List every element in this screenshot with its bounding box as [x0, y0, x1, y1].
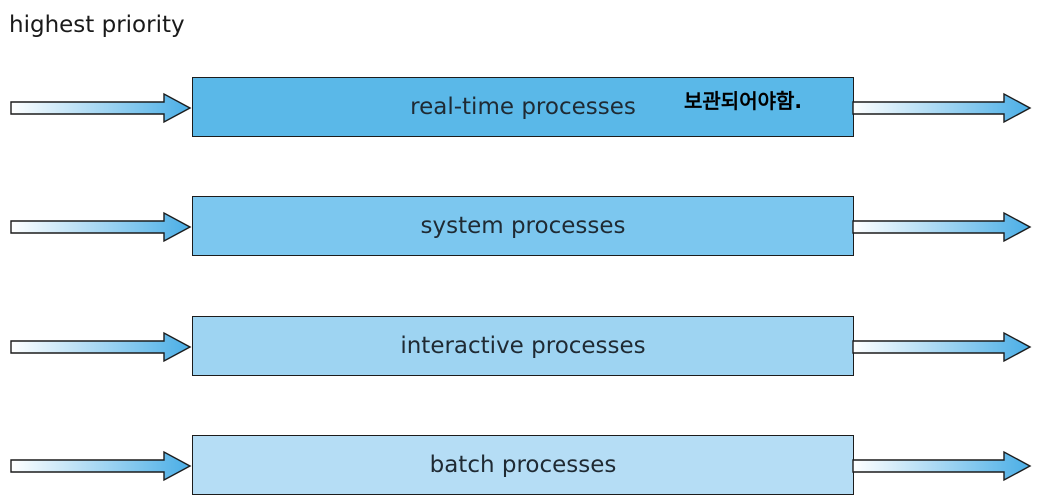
queue-box: real-time processes	[192, 77, 854, 137]
queue-row: batch processes	[0, 435, 1063, 497]
queue-box: system processes	[192, 196, 854, 256]
outgoing-arrow-icon	[852, 92, 1032, 124]
incoming-arrow-icon	[10, 92, 192, 124]
incoming-arrow-icon	[10, 211, 192, 243]
incoming-arrow-icon	[10, 450, 192, 482]
queue-box: interactive processes	[192, 316, 854, 376]
queue-label: interactive processes	[400, 333, 646, 359]
priority-heading: highest priority	[9, 12, 185, 38]
queue-label: system processes	[420, 213, 626, 239]
handwritten-note: 보관되어야함.	[684, 89, 802, 113]
queue-label: real-time processes	[410, 94, 636, 120]
outgoing-arrow-icon	[852, 450, 1032, 482]
queue-label: batch processes	[429, 452, 617, 478]
queue-row: system processes	[0, 196, 1063, 258]
queue-row: interactive processes	[0, 316, 1063, 378]
queue-box: batch processes	[192, 435, 854, 495]
outgoing-arrow-icon	[852, 211, 1032, 243]
queue-row: real-time processes 보관되어야함.	[0, 77, 1063, 139]
incoming-arrow-icon	[10, 331, 192, 363]
outgoing-arrow-icon	[852, 331, 1032, 363]
